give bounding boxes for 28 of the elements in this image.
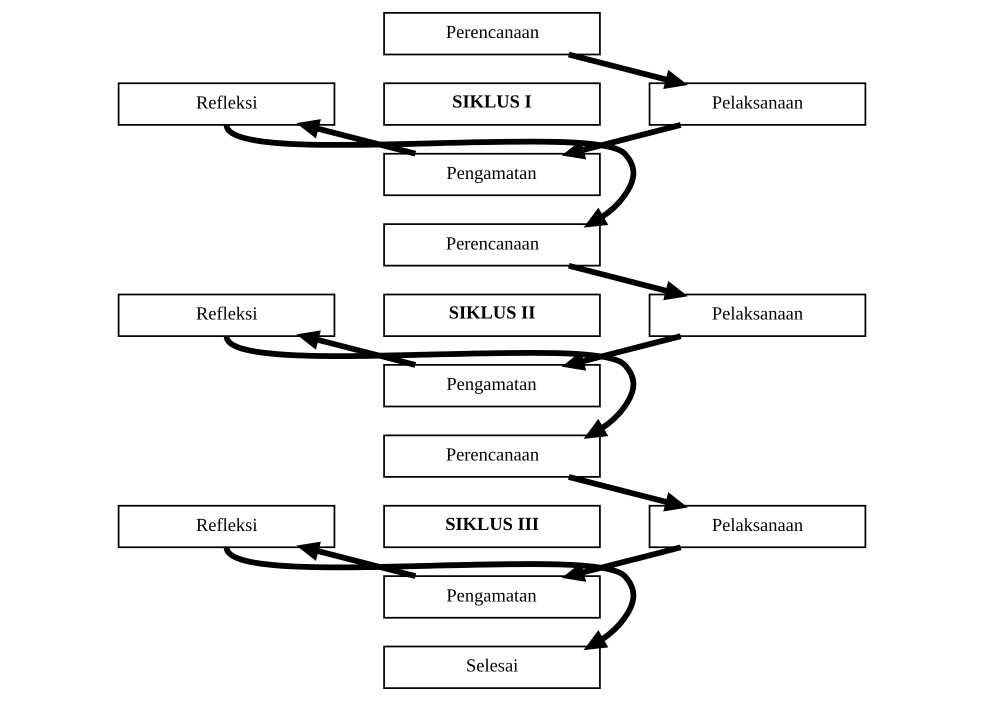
node-box: Refleksi xyxy=(118,82,336,126)
arrow xyxy=(224,546,636,650)
node-box: Perencanaan xyxy=(383,223,601,267)
arrow xyxy=(562,333,682,371)
node-box: SIKLUS II xyxy=(383,294,601,337)
node-box: Perencanaan xyxy=(383,434,601,478)
node-box: Pelaksanaan xyxy=(648,294,866,337)
node-box: Selesai xyxy=(383,646,601,689)
arrow xyxy=(296,330,416,368)
node-box: SIKLUS III xyxy=(383,504,601,548)
arrow xyxy=(296,542,416,579)
arrow xyxy=(568,262,688,300)
node-box: Perencanaan xyxy=(383,12,601,56)
node-box: Pengamatan xyxy=(383,152,601,196)
node-box: Pelaksanaan xyxy=(648,504,866,548)
arrow xyxy=(224,334,636,439)
arrow xyxy=(296,119,416,156)
node-box: SIKLUS I xyxy=(383,82,601,126)
arrow xyxy=(562,544,682,582)
arrow xyxy=(568,52,688,90)
node-box: Refleksi xyxy=(118,504,336,548)
node-box: Pelaksanaan xyxy=(648,82,866,126)
node-box: Pengamatan xyxy=(383,364,601,408)
arrow xyxy=(568,474,688,512)
node-box: Pengamatan xyxy=(383,575,601,619)
node-box: Refleksi xyxy=(118,294,336,337)
arrow xyxy=(224,123,636,228)
arrow xyxy=(562,122,682,160)
